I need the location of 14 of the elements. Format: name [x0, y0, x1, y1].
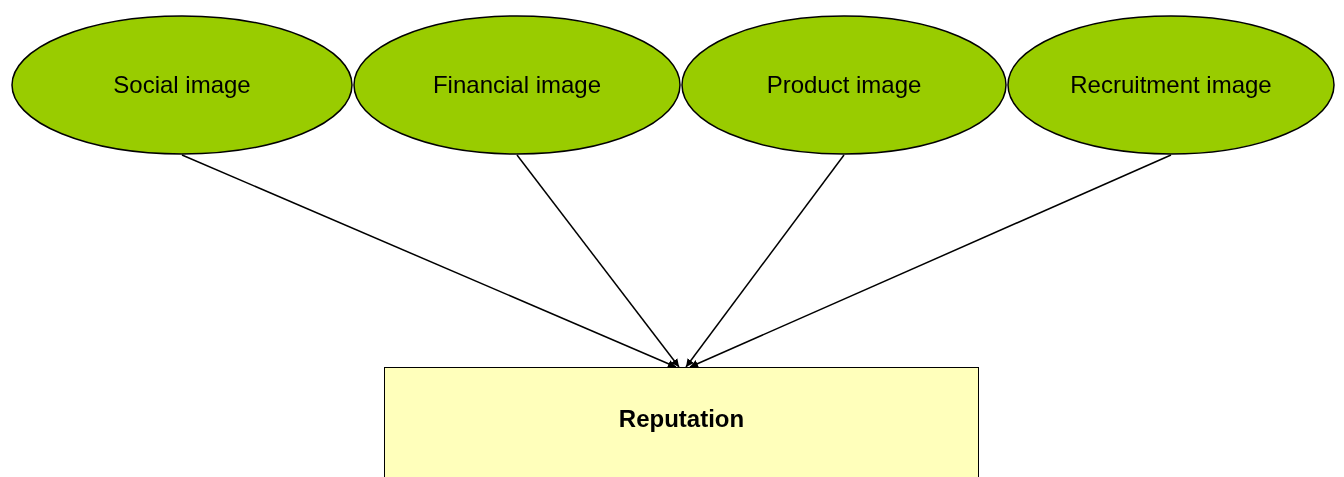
- arrow: [516, 154, 680, 368]
- node-label: Reputation: [618, 405, 745, 433]
- node-label: Product image: [766, 71, 922, 99]
- ellipse-node: [11, 15, 353, 155]
- arrow: [685, 154, 845, 368]
- arrow: [181, 154, 677, 368]
- node-label: Financial image: [432, 71, 602, 99]
- arrow: [689, 154, 1172, 368]
- node-label: Recruitment image: [1070, 71, 1272, 99]
- ellipse-node: [1007, 15, 1335, 155]
- ellipse-node: [353, 15, 681, 155]
- ellipse-node: [681, 15, 1007, 155]
- node-label: Social image: [113, 71, 251, 99]
- process-box: [384, 367, 979, 477]
